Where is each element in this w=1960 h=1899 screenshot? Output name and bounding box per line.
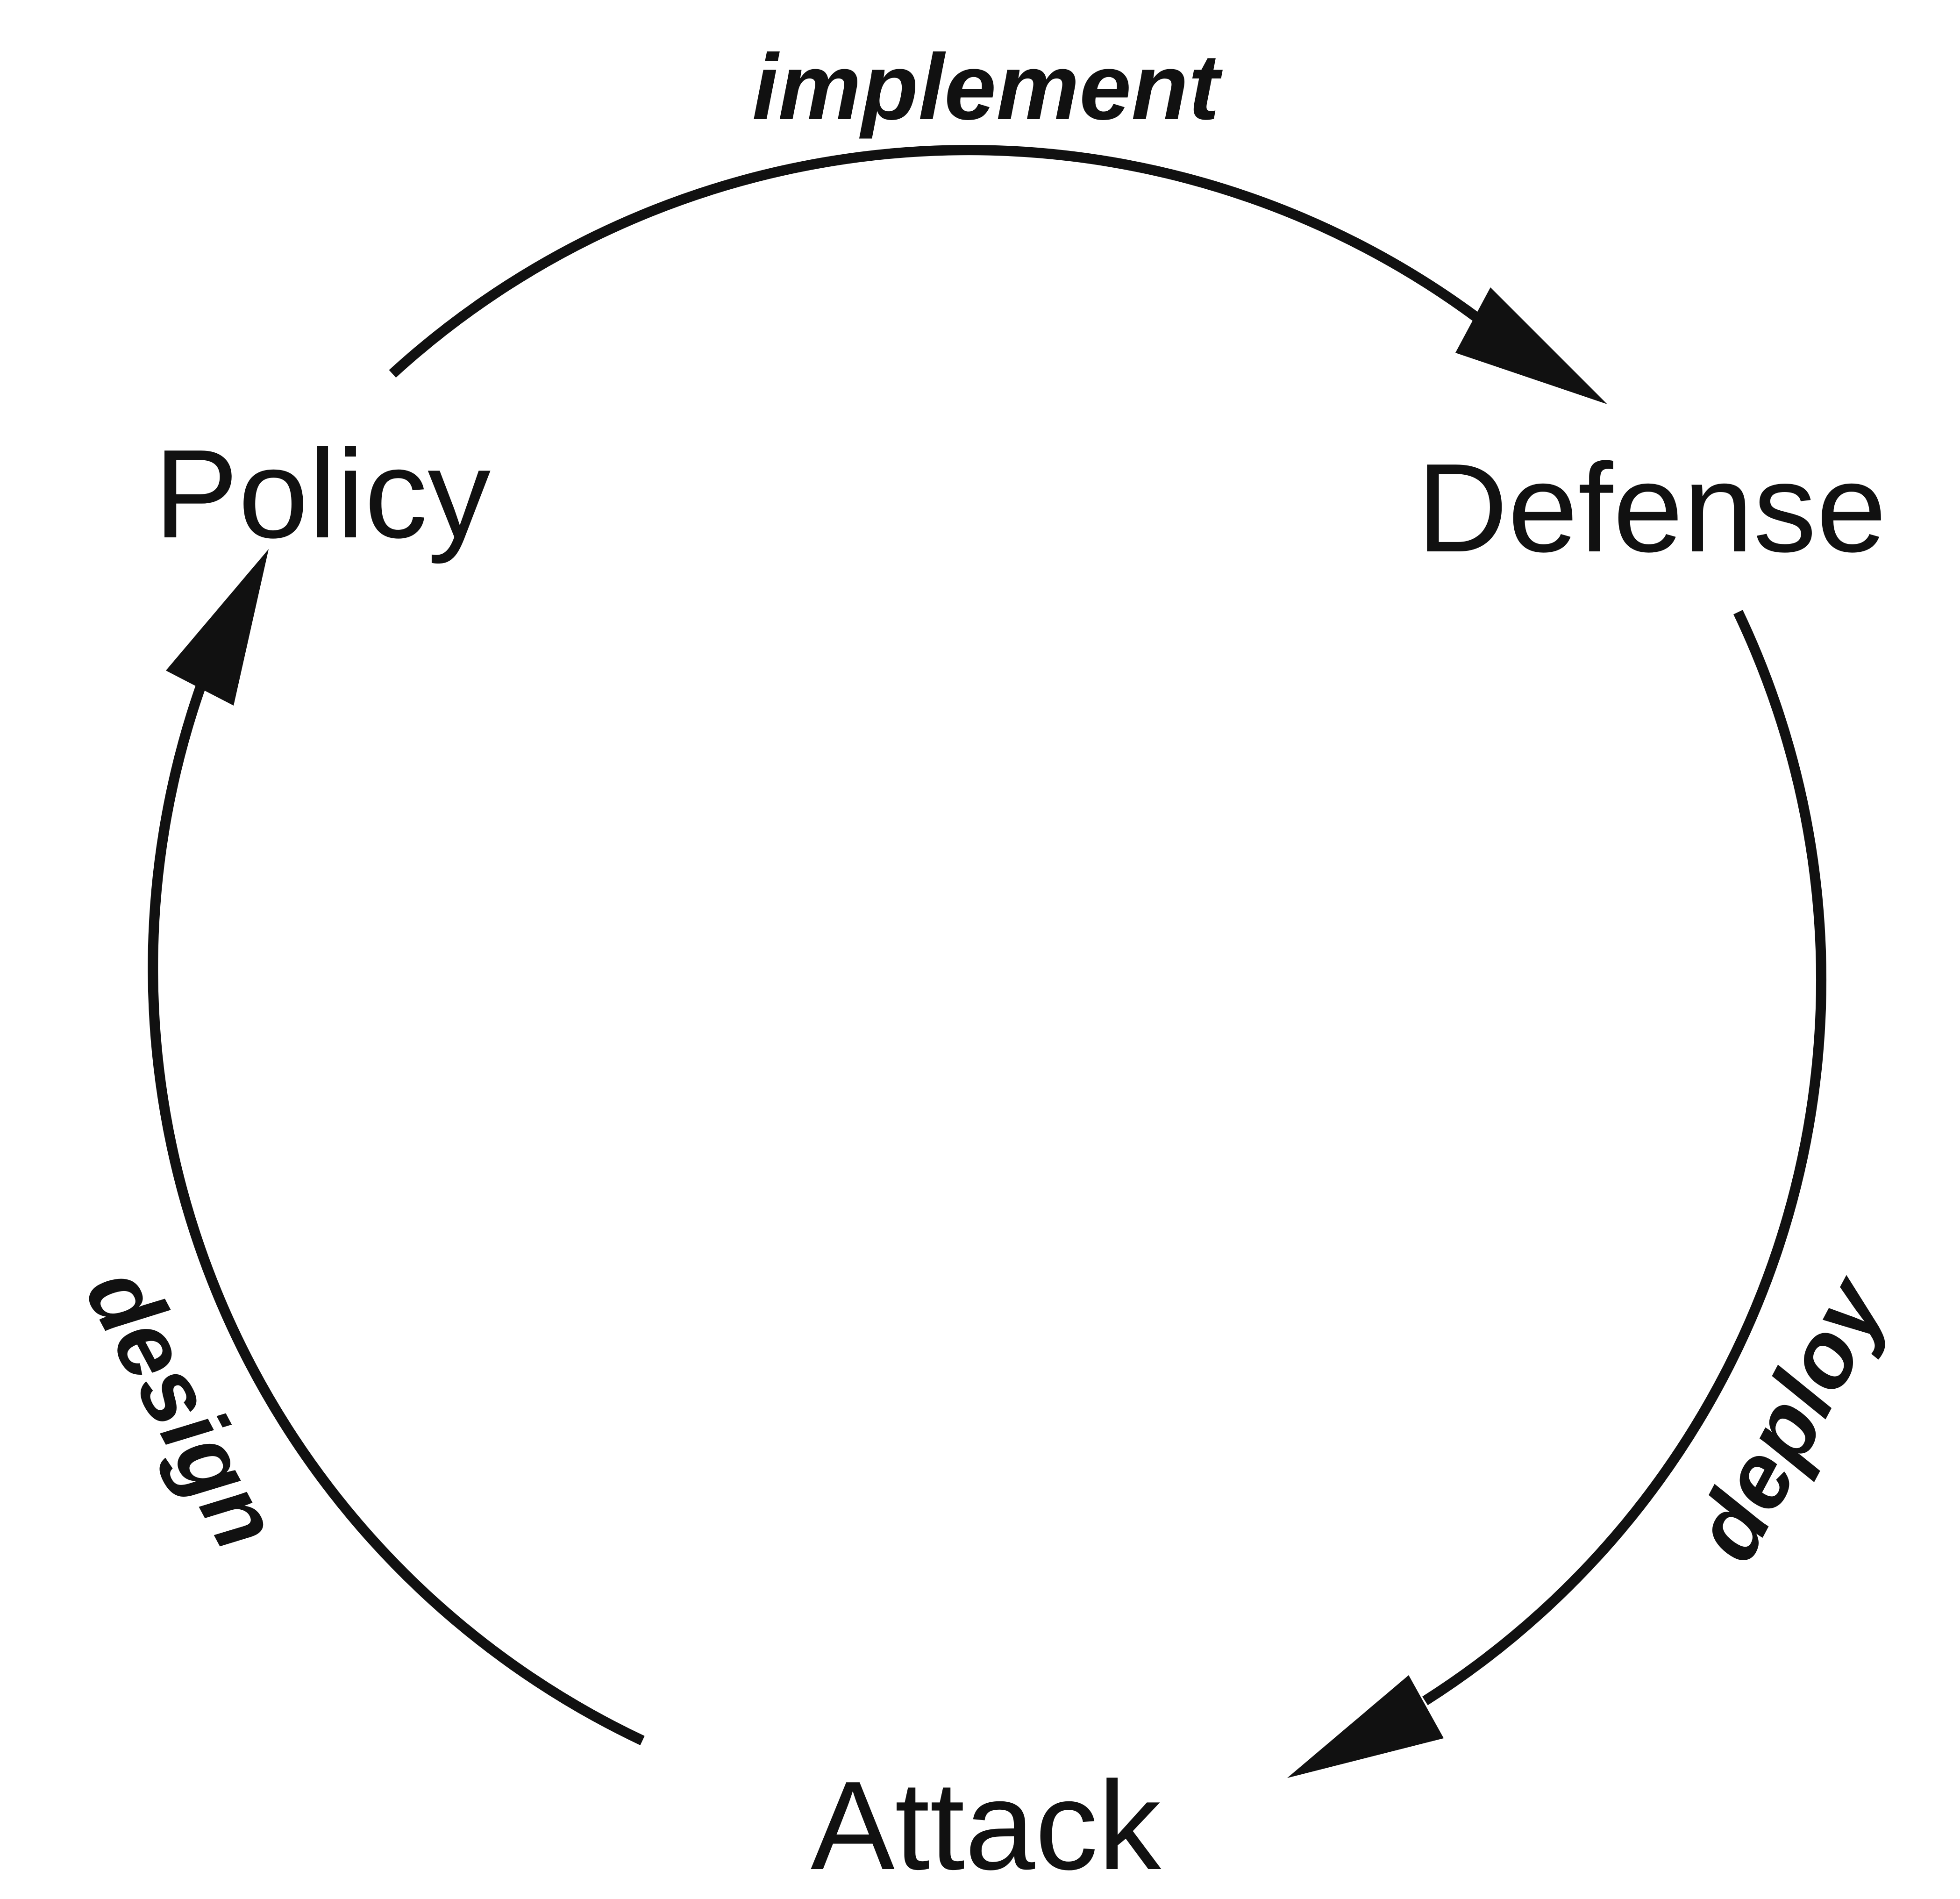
- implement-arc: [389, 145, 1522, 378]
- design-arc: [148, 671, 645, 1745]
- deploy-arrowhead: [1287, 1675, 1444, 1778]
- node-policy: Policy: [154, 424, 491, 565]
- edge-label-implement: implement: [752, 35, 1223, 139]
- design-arrowhead: [166, 549, 269, 706]
- node-defense: Defense: [1417, 438, 1887, 578]
- edge-label-deploy: deploy: [1673, 1258, 1908, 1577]
- node-attack: Attack: [811, 1756, 1163, 1896]
- deploy-arc: [1422, 610, 1827, 1706]
- edge-label-design: design: [66, 1250, 299, 1565]
- implement-arrowhead: [1455, 287, 1607, 404]
